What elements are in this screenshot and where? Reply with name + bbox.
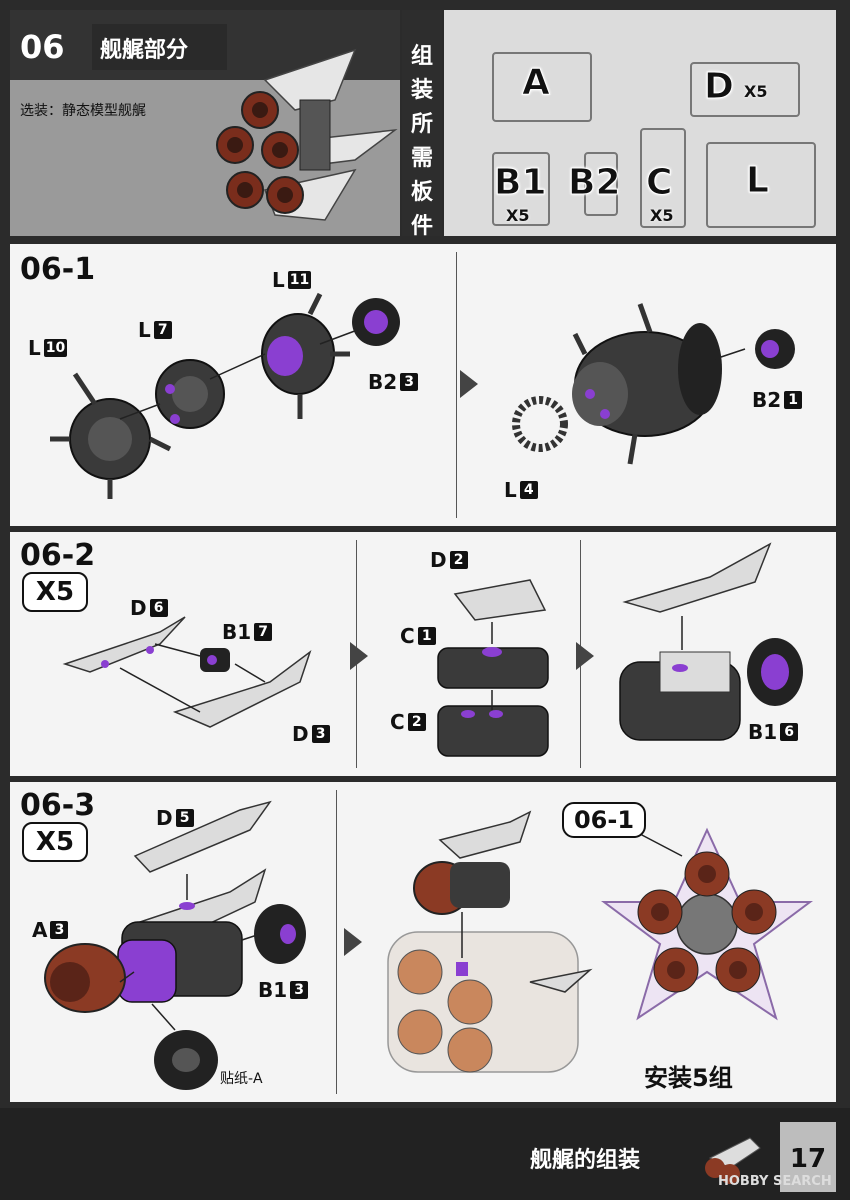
vertical-char: 板 xyxy=(410,180,433,205)
runner-l-frame xyxy=(706,142,816,228)
quantity-badge: X5 xyxy=(22,822,88,862)
page-footer: 舰艉的组装 17 HOBBY SEARCH xyxy=(0,1108,850,1200)
runner-c-frame xyxy=(640,128,686,228)
runner-a-frame xyxy=(492,52,592,122)
section-option-text: 选装：静态模型舰艉 xyxy=(20,103,146,119)
section-number: 06 xyxy=(20,28,65,66)
runner-b1-multiplier: X5 xyxy=(506,206,530,225)
header: 06 舰艉部分 选装：静态模型舰艉 组 装 所 需 板 件 xyxy=(10,10,836,239)
step-title: 06-1 xyxy=(20,252,96,287)
sticker-label: 贴纸-A xyxy=(220,1071,263,1087)
reference-step-badge: 06-1 xyxy=(562,802,646,838)
runner-d-label: D xyxy=(704,66,735,108)
install-instruction: 安装5组 xyxy=(644,1064,733,1092)
section-header-panel: 06 舰艉部分 选装：静态模型舰艉 xyxy=(10,10,400,236)
step-title: 06-2 xyxy=(20,538,96,573)
runner-b1-frame xyxy=(492,152,550,226)
step-06-3-illustration xyxy=(44,800,813,1090)
vertical-char: 组 xyxy=(410,44,433,69)
runner-l-label: L xyxy=(746,160,770,202)
vertical-char: 所 xyxy=(410,112,433,137)
required-runners-vertical-label: 组 装 所 需 板 件 xyxy=(402,10,442,239)
panel-divider xyxy=(336,790,337,1094)
runner-b2-frame xyxy=(584,152,618,216)
quantity-badge: X5 xyxy=(22,572,88,612)
step-arrow xyxy=(350,642,368,670)
runner-list-panel: A D X5 B1 X5 B2 C X5 L xyxy=(444,10,836,236)
step-arrow xyxy=(460,370,478,398)
vertical-char: 装 xyxy=(410,78,433,103)
footer-stern-thumbnail xyxy=(705,1137,761,1184)
stern-hero-illustration xyxy=(216,48,398,221)
step-title: 06-3 xyxy=(20,788,96,823)
runner-c-multiplier: X5 xyxy=(650,206,674,225)
section-title-box xyxy=(92,24,227,70)
step-06-3-panel: 06-3 X5 xyxy=(10,782,836,1102)
vertical-char: 需 xyxy=(410,146,433,171)
runner-d-multiplier: X5 xyxy=(744,82,768,101)
step-arrow xyxy=(344,928,362,956)
step-06-2-illustration xyxy=(62,542,803,757)
step-arrow xyxy=(576,642,594,670)
page-number-box: 17 xyxy=(780,1122,836,1192)
runner-d-frame xyxy=(690,62,800,117)
footer-chapter-title: 舰艉的组装 xyxy=(530,1148,641,1173)
section-title: 舰艉部分 xyxy=(100,38,189,63)
panel-divider xyxy=(456,252,457,518)
watermark: HOBBY SEARCH xyxy=(718,1174,832,1189)
step-06-1-illustration xyxy=(50,292,795,499)
runner-a-label: A xyxy=(522,62,551,104)
runner-b1-label: B1 xyxy=(494,162,547,204)
runner-c-label: C xyxy=(645,162,673,204)
vertical-char: 件 xyxy=(410,214,433,239)
page-number: 17 xyxy=(789,1144,827,1174)
runner-b2-label: B2 xyxy=(568,162,621,204)
